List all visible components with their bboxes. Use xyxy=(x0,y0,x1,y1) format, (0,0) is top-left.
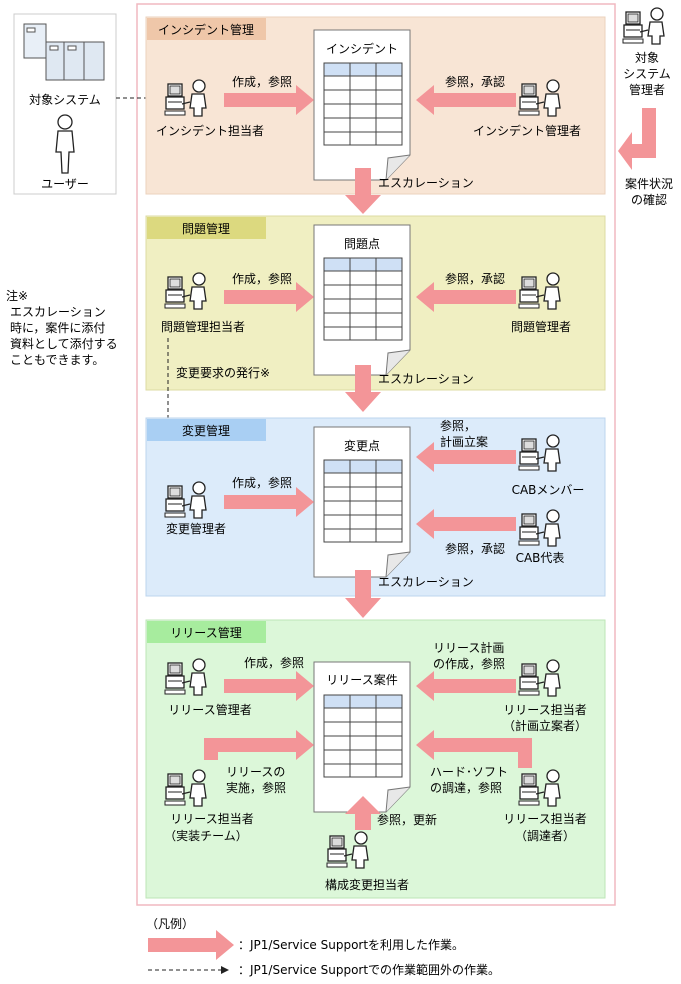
escalation-arrow-3 xyxy=(345,570,381,618)
cab-member-label: CABメンバー xyxy=(512,483,585,497)
legend-solid-label: ：JP1/Service Supportを利用した作業。 xyxy=(238,938,464,952)
problem-tab xyxy=(147,217,266,239)
release-impl-action-1: リリースの xyxy=(226,765,285,779)
incident-tab xyxy=(147,18,266,40)
release-procure-arrow xyxy=(416,730,532,768)
release-create-label: 作成，参照 xyxy=(244,655,304,670)
change-tab-label: 変更管理 xyxy=(182,423,230,438)
release-impl-action-2: 実施，参照 xyxy=(226,780,286,795)
release-procure-action-2: の調達，参照 xyxy=(430,780,502,795)
problem-create-label: 作成，参照 xyxy=(232,271,292,286)
incident-create-arrow xyxy=(224,85,314,115)
problem-approve-arrow xyxy=(416,282,516,312)
release-plan-arrow xyxy=(416,671,516,701)
config-staff-label: 構成変更担当者 xyxy=(325,877,409,892)
cab-approve-arrow xyxy=(416,509,516,539)
change-manager-label: 変更管理者 xyxy=(166,521,226,536)
escalation-label-3: エスカレーション xyxy=(378,575,474,589)
legend-dashed-label: ：JP1/Service Supportでの作業範囲外の作業。 xyxy=(238,962,500,977)
incident-manager-label: インシデント管理者 xyxy=(473,123,581,138)
incident-approve-arrow xyxy=(416,85,516,115)
change-doc-title: 変更点 xyxy=(344,438,380,453)
problem-section: 問題管理 問題点 問題管理担当者 作成，参照 問題管理者 参照，承認 変更要求の… xyxy=(145,215,606,391)
incident-create-label: 作成，参照 xyxy=(232,74,292,89)
change-section: 変更管理 変更点 変更管理者 作成，参照 CABメンバー 参照， 計画立案 CA… xyxy=(145,417,606,597)
problem-approve-label: 参照，承認 xyxy=(445,271,505,286)
legend-solid-arrow xyxy=(148,930,234,960)
case-status-label-2: の確認 xyxy=(631,192,667,207)
release-create-arrow xyxy=(224,671,314,701)
release-manager-label: リリース管理者 xyxy=(168,702,251,717)
note-line-2: 時に，案件に添付 xyxy=(10,320,105,335)
release-planner-label-2: （計画立案者） xyxy=(503,718,587,733)
release-tab-label: リリース管理 xyxy=(170,625,241,640)
system-admin-icon xyxy=(622,7,665,45)
change-request-label: 変更要求の発行※ xyxy=(176,365,270,380)
status-check-arrow xyxy=(618,108,656,170)
incident-doc-title: インシデント xyxy=(326,41,398,56)
escalation-label-1: エスカレーション xyxy=(378,176,474,190)
change-tab xyxy=(147,419,266,441)
user-label: ユーザー xyxy=(41,177,89,191)
admin-label-3: 管理者 xyxy=(629,82,665,97)
problem-manager-label: 問題管理者 xyxy=(511,319,571,334)
problem-tab-label: 問題管理 xyxy=(182,221,230,236)
target-system-box: 対象システム ユーザー xyxy=(13,13,117,195)
note-line-4: こともできます。 xyxy=(10,353,104,367)
problem-staff-label: 問題管理担当者 xyxy=(161,319,245,334)
release-procure-label-1: リリース担当者 xyxy=(503,812,586,826)
note-line-1: エスカレーション xyxy=(10,305,106,319)
release-impl-arrow xyxy=(204,730,314,760)
admin-label-1: 対象 xyxy=(635,51,659,65)
incident-approve-label: 参照，承認 xyxy=(445,74,505,89)
target-system-label: 対象システム xyxy=(29,93,101,107)
escalation-label-2: エスカレーション xyxy=(378,372,474,386)
admin-label-2: システム xyxy=(623,67,671,81)
cab-rep-label: CAB代表 xyxy=(516,551,565,565)
release-section: リリース管理 リリース案件 リリース管理者 作成，参照 リリース担当者 （実装チ… xyxy=(145,619,606,899)
release-procure-action-1: ハード･ソフト xyxy=(430,765,508,779)
problem-create-arrow xyxy=(224,282,314,312)
change-create-arrow xyxy=(224,487,314,517)
cab-plan-arrow xyxy=(416,442,516,472)
problem-doc-title: 問題点 xyxy=(344,237,380,251)
escalation-arrow-2 xyxy=(345,365,381,412)
legend-title: （凡例） xyxy=(146,917,194,931)
user-icon xyxy=(55,114,75,174)
release-doc-title: リリース案件 xyxy=(326,672,397,687)
incident-tab-label: インシデント管理 xyxy=(158,22,254,37)
legend: （凡例） ：JP1/Service Supportを利用した作業。 ：JP1/S… xyxy=(146,917,500,977)
config-update-label: 参照，更新 xyxy=(377,812,437,827)
outer-border xyxy=(136,3,616,906)
cab-approve-label: 参照，承認 xyxy=(445,541,505,556)
cab-plan-label-2: 計画立案 xyxy=(440,434,488,449)
release-impl-label-2: （実装チーム） xyxy=(164,828,248,843)
cab-plan-label-1: 参照， xyxy=(440,418,476,433)
incident-staff-label: インシデント担当者 xyxy=(156,123,264,138)
release-tab xyxy=(147,621,266,643)
incident-section: インシデント管理 インシデント インシデント担当者 作成，参照 インシデント管理… xyxy=(145,16,606,195)
release-plan-action-1: リリース計画 xyxy=(433,640,504,655)
release-plan-action-2: の作成，参照 xyxy=(433,656,505,671)
note-line-3: 資料として添付する xyxy=(10,337,118,351)
note-title: 注※ xyxy=(6,288,28,303)
config-update-arrow xyxy=(345,796,381,830)
case-status-label-1: 案件状況 xyxy=(625,176,673,191)
release-planner-label-1: リリース担当者 xyxy=(503,703,586,717)
change-create-label: 作成，参照 xyxy=(232,475,292,490)
server-icon xyxy=(23,23,105,81)
escalation-arrow-1 xyxy=(345,168,381,214)
release-impl-label-1: リリース担当者 xyxy=(170,812,253,826)
release-procure-label-2: （調達者） xyxy=(515,829,575,843)
